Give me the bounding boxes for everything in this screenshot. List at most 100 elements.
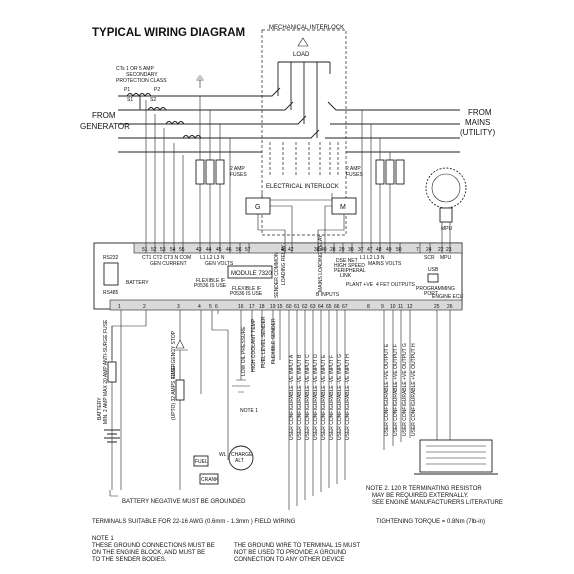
top-terminal-number: 54	[170, 247, 176, 253]
mains-contactor-coil: M	[340, 204, 346, 211]
flexible-if-label: P0536 IS USE	[230, 291, 263, 297]
mains-fuses: 2 AMP FUSES	[346, 159, 405, 185]
bottom-terminal-number: 65	[326, 304, 332, 310]
ct-note: CTs 1 OR 5 AMP SECONDARY PROTECTION CLAS…	[116, 66, 204, 103]
top-terminal-number: 37	[358, 247, 364, 253]
fuse-label: FUSES	[230, 172, 247, 178]
from-mains-label: FROM	[468, 108, 492, 117]
mains-loading-relay-label: MAINS LOADING RELAY	[318, 234, 324, 292]
bottom-terminal-number: 63	[310, 304, 316, 310]
input-label: USER CONFIGURABLE -VE INPUT D	[313, 354, 319, 440]
output-label: USER CONFIGURABLE +VE OUTPUT H	[411, 343, 417, 436]
controller-module: MODULE 7320 CT1 CT2 CT3 N COM GEN CURREN…	[93, 234, 464, 311]
bottom-terminal-number: 9	[381, 304, 384, 310]
bottom-terminal-number: 60	[286, 304, 292, 310]
dse-net-label: DSE NET	[336, 258, 358, 264]
gen-volts-label: GEN VOLTS	[205, 261, 234, 267]
diagram-title: TYPICAL WIRING DIAGRAM	[92, 27, 245, 39]
top-terminal-number: 44	[206, 247, 212, 253]
note1-left-line: TO THE SENDER BODIES.	[92, 557, 167, 563]
output-label: USER CONFIGURABLE +VE OUTPUT E	[384, 343, 390, 436]
bottom-terminal-number: 1	[118, 304, 121, 310]
contactor-switches	[262, 74, 346, 176]
top-terminal-number: 30	[348, 247, 354, 253]
note1-right-line: THE GROUND WIRE TO TERMINAL 15 MUST	[234, 543, 360, 549]
fet-outputs-label: 4 FET OUTPUTS	[376, 282, 415, 288]
ct-note-line: CTs 1 OR 5 AMP	[116, 66, 154, 72]
output-label: USER CONFIGURABLE +VE OUTPUT G	[402, 343, 408, 436]
generator-set-icon	[414, 439, 498, 475]
load-label: LOAD	[293, 52, 310, 58]
bottom-terminal-number: 67	[342, 304, 348, 310]
usb-label: USB	[428, 267, 439, 273]
input-label: USER CONFIGURABLE -VE INPUT F	[329, 355, 335, 440]
output-label: USER CONFIGURABLE +VE OUTPUT F	[393, 344, 399, 436]
sender-label: HIGH COOLANT TEMP	[251, 318, 257, 372]
mains-bus	[346, 109, 460, 243]
top-terminal-number: 51	[142, 247, 148, 253]
bottom-terminal-number: 8	[367, 304, 370, 310]
bottom-terminal-number: 5	[209, 304, 212, 310]
bottom-terminal-number: 62	[302, 304, 308, 310]
note2-line: MAY BE REQUIRED EXTERNALLY.	[372, 493, 469, 499]
torque-note: TIGHTENING TORQUE = 0.8Nm (7lb-in)	[376, 519, 485, 525]
rs485-label: RS485	[103, 290, 119, 296]
wl-label: WL	[219, 452, 227, 458]
bottom-terminal-number: 66	[334, 304, 340, 310]
input-label: USER CONFIGURABLE -VE INPUT G	[337, 354, 343, 440]
bottom-terminal-number: 12	[407, 304, 413, 310]
b-inputs-label: B INPUTS	[316, 292, 340, 298]
programming-port-label: PROGRAMMING	[416, 286, 455, 292]
bottom-terminal-number: 15	[277, 304, 283, 310]
input-label: USER CONFIGURABLE -VE INPUT B	[297, 354, 303, 440]
charge-alt-label: CHARGE	[231, 452, 253, 458]
sender-common-label: SENDER COMMON	[274, 252, 280, 298]
battery-vertical-label: BATTERY	[97, 397, 103, 420]
fuse-label: FUSES	[346, 172, 363, 178]
ct-labels: CT1 CT2 CT3 N COM	[142, 255, 191, 261]
mpu-terminal-label: MPU	[440, 255, 452, 261]
magnetic-pickup: MPU	[425, 167, 467, 243]
note1-right-line: NOT BE USED TO PROVIDE A GROUND	[234, 550, 347, 556]
top-terminal-number: 43	[196, 247, 202, 253]
generator-fuses: 2 AMP FUSES	[195, 159, 247, 185]
note1-left-line: ON THE ENGINE BLOCK, AND MUST BE	[92, 550, 205, 556]
ct-terminal-label: S1	[127, 97, 133, 103]
mechanical-interlock-label: MECHANICAL INTERLOCK	[269, 25, 344, 31]
from-mains-label: MAINS	[465, 118, 490, 127]
top-terminal-number: 52	[151, 247, 157, 253]
charge-alt-label: ALT	[235, 458, 244, 464]
top-terminal-number: 41	[281, 247, 287, 253]
crank-label: CRANK	[201, 477, 219, 483]
terminals-note: TERMINALS SUITABLE FOR 22-16 AWG (0.6mm …	[92, 519, 296, 525]
gen-current-label: GEN CURRENT	[150, 261, 187, 267]
top-terminal-number: 56	[236, 247, 242, 253]
bottom-terminal-number: 19	[270, 304, 276, 310]
dse-net-label: PERIPHERAL	[334, 268, 366, 274]
mains-phase-labels: L1 L2 L3 N	[360, 255, 385, 261]
input-label: USER CONFIGURABLE -VE INPUT H	[345, 354, 351, 440]
bottom-terminal-number: 6	[215, 304, 218, 310]
top-terminal-number: 55	[179, 247, 185, 253]
top-terminal-number: 23	[446, 247, 452, 253]
bottom-terminal-number: 18	[259, 304, 265, 310]
rs232-label: RS232	[103, 255, 119, 261]
note1-marker: NOTE 1	[240, 408, 258, 414]
plant-ve-label: PLANT +VE	[346, 282, 374, 288]
from-mains-label: (UTILITY)	[460, 128, 495, 137]
top-terminal-number: 46	[226, 247, 232, 253]
flexible-if-label: FLEXIBLE IF	[232, 286, 261, 292]
flexible-if-label: FLEXIBLE IF	[196, 278, 225, 284]
top-terminal-number: 38	[314, 247, 320, 253]
from-generator-label: GENERATOR	[80, 122, 130, 131]
note1-right-line: CONNECTION TO ANY OTHER DEVICE	[234, 557, 344, 563]
note1-title: NOTE 1	[92, 536, 114, 542]
top-terminal-number: 47	[367, 247, 373, 253]
scr-label: SCR	[424, 255, 435, 261]
mains-volts-label: MAINS VOLTS	[368, 261, 402, 267]
top-terminal-number: 57	[245, 247, 251, 253]
fuse-label: 2 AMP	[230, 166, 245, 172]
